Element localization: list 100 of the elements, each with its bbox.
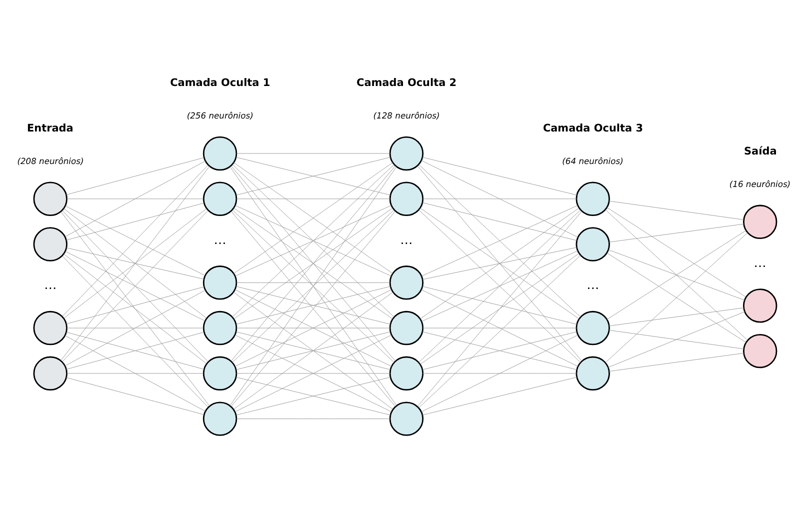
connector	[236, 418, 390, 420]
node-circle	[576, 310, 610, 346]
connector	[421, 160, 578, 238]
connector	[66, 332, 204, 370]
label: …	[44, 277, 57, 292]
connector	[608, 308, 744, 326]
connector	[232, 164, 394, 318]
node-circle	[576, 182, 610, 216]
connector	[422, 247, 577, 280]
label: (208 neurônios)	[17, 156, 84, 166]
connector	[605, 210, 748, 340]
connector	[608, 352, 744, 372]
connector	[62, 210, 208, 362]
node-circle	[202, 310, 238, 346]
node-circle	[202, 266, 238, 300]
connector	[66, 286, 204, 324]
connector	[608, 330, 744, 350]
node-circle	[202, 182, 238, 216]
connector	[66, 198, 204, 200]
connector	[422, 198, 577, 200]
connector	[230, 166, 397, 406]
label: Camada Oculta 2	[356, 77, 457, 90]
connector	[422, 332, 578, 370]
connector	[420, 208, 580, 320]
connector	[66, 202, 204, 240]
connector	[421, 250, 578, 322]
label: …	[586, 277, 600, 292]
node-circle	[576, 356, 610, 391]
connector	[64, 290, 206, 366]
connector	[422, 286, 578, 325]
connector	[422, 376, 578, 416]
connector	[605, 232, 748, 363]
node-circle	[33, 356, 68, 391]
label: …	[754, 254, 766, 270]
connector	[236, 198, 390, 200]
connector	[66, 377, 204, 415]
connector	[608, 250, 745, 300]
label: (128 neurônios)	[373, 110, 440, 121]
connector	[233, 292, 393, 410]
connector	[233, 162, 393, 274]
connector	[422, 202, 578, 241]
connector	[236, 376, 391, 416]
connector	[62, 256, 208, 408]
label: (256 neurônios)	[186, 110, 254, 121]
connector	[418, 210, 581, 363]
connector	[417, 166, 582, 362]
node-circle	[389, 310, 424, 346]
connector	[65, 251, 206, 322]
label: …	[214, 232, 226, 247]
label: Camada Oculta 1	[170, 77, 270, 90]
label: Saída	[744, 146, 777, 158]
node-circle	[202, 136, 238, 171]
connector	[422, 373, 577, 374]
connector	[234, 289, 392, 367]
connector	[232, 210, 394, 363]
node-circle	[389, 266, 424, 300]
node-circle	[202, 402, 238, 436]
connector	[60, 166, 210, 361]
label: Camada Oculta 3	[542, 122, 644, 134]
connector	[422, 157, 578, 196]
connector	[64, 335, 206, 412]
connector	[65, 206, 206, 276]
connector	[421, 334, 578, 412]
connector	[63, 254, 207, 364]
node-circle	[389, 402, 424, 436]
connector	[66, 157, 204, 195]
connector	[421, 205, 578, 276]
connector	[235, 205, 392, 276]
connector	[62, 164, 208, 317]
node-circle	[742, 334, 778, 368]
node-circle	[33, 182, 68, 216]
connector	[236, 332, 391, 370]
connector	[64, 160, 206, 237]
node-circle	[389, 136, 424, 171]
connector	[606, 252, 746, 343]
node-circle	[389, 356, 424, 391]
node-circle	[742, 204, 778, 240]
connector	[606, 230, 746, 320]
label: …	[400, 232, 413, 247]
connector	[418, 164, 581, 318]
connector	[608, 224, 744, 242]
connector	[421, 289, 578, 367]
connector	[60, 211, 210, 406]
connector	[236, 153, 390, 154]
connector	[420, 253, 580, 365]
label: Entrada	[26, 122, 74, 134]
connector	[66, 248, 204, 280]
node-circle	[33, 310, 68, 346]
connector	[608, 200, 744, 220]
node-circle	[202, 356, 238, 391]
node-circle	[742, 288, 778, 323]
label: (64 neurônios)	[562, 156, 624, 166]
node-circle	[33, 227, 68, 262]
connector	[236, 373, 390, 374]
connector	[608, 311, 745, 368]
connector	[418, 254, 581, 408]
connector	[236, 282, 390, 283]
connector	[606, 207, 746, 298]
label: (16 neurônios)	[729, 179, 791, 190]
connector	[417, 210, 582, 407]
